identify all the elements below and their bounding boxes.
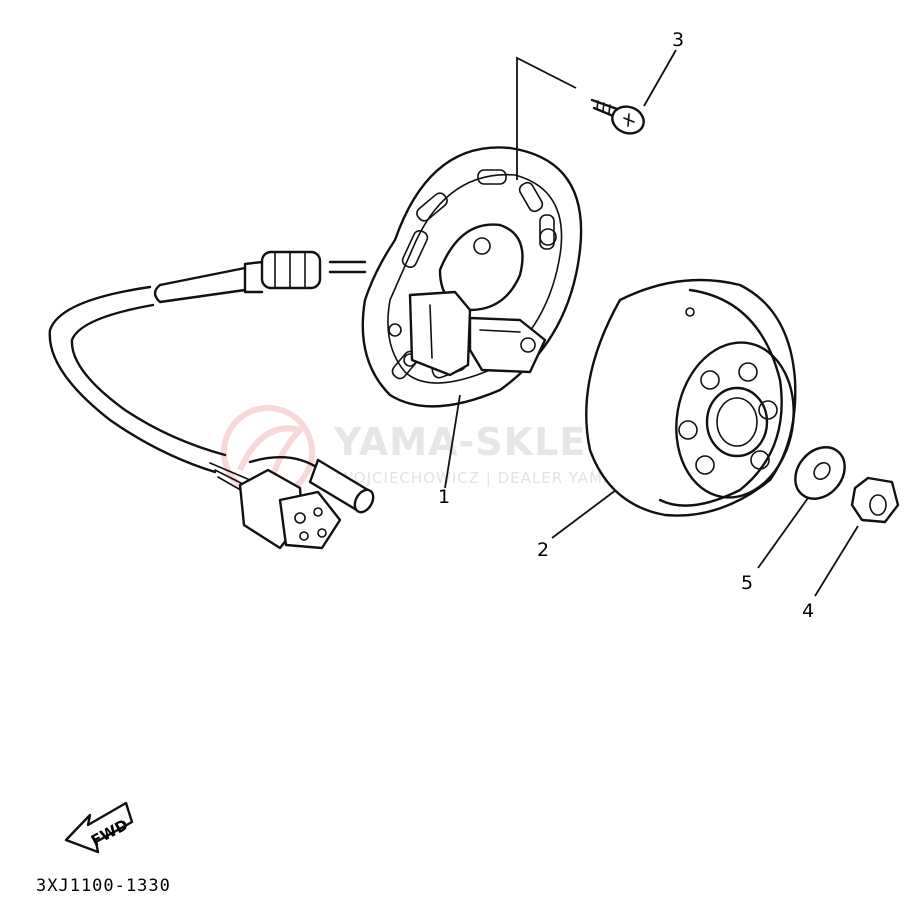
leader-lines: [444, 49, 859, 597]
part-code: 3XJ1100-1330: [36, 876, 171, 896]
callout-3: 3: [672, 29, 684, 51]
callout-1: 1: [438, 486, 450, 508]
nut: [850, 476, 900, 524]
callout-4: 4: [802, 600, 814, 622]
rotor-assembly: [585, 278, 797, 517]
watermark-subtitle: WOJCIECHOWICZ | DEALER YAMAHA: [338, 469, 638, 487]
forward-arrow-icon: FWD: [64, 801, 134, 854]
terminal-sleeve: [248, 456, 375, 514]
rotor-holes: [678, 362, 778, 475]
washer: [794, 446, 846, 500]
callout-5: 5: [741, 572, 753, 594]
screw: [590, 98, 645, 135]
callout-2: 2: [537, 539, 549, 561]
wire-coupler: [238, 468, 342, 550]
stator-assembly: [361, 146, 583, 408]
